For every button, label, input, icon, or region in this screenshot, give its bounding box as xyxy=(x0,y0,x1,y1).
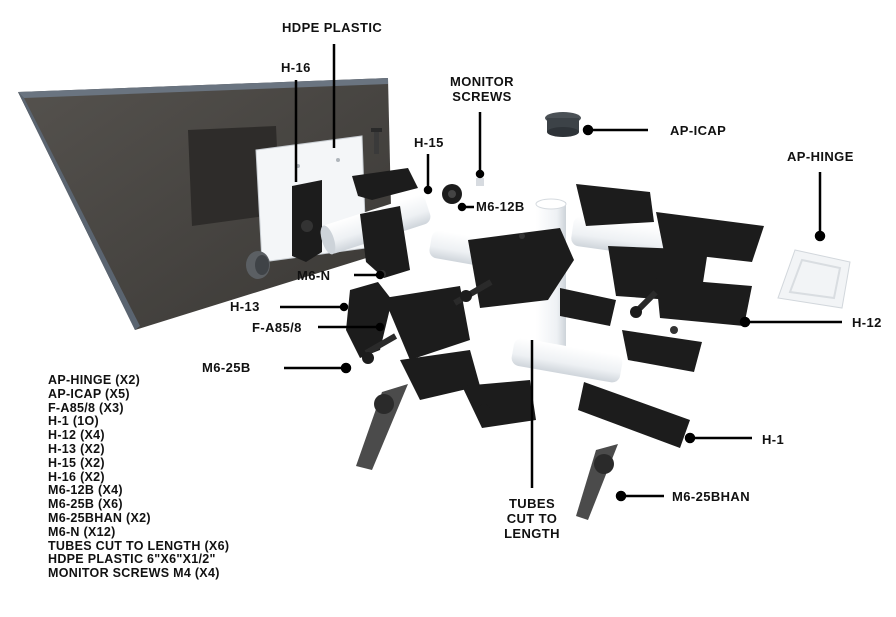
callout-ap-hinge: AP-HINGE xyxy=(787,149,854,164)
callout-tubes-line1: TUBES xyxy=(508,496,556,511)
parts-list-item: M6-25B (X6) xyxy=(48,497,123,512)
leader-lines xyxy=(280,44,842,502)
parts-list-item: H-13 (X2) xyxy=(48,441,105,456)
callout-h12: H-12 xyxy=(852,315,882,330)
parts-list-item: HDPE PLASTIC 6"X6"X1/2" xyxy=(48,552,216,567)
callout-m6-n: M6-N xyxy=(297,268,331,283)
h12-fitting xyxy=(468,184,764,326)
parts-list-item: H-15 (X2) xyxy=(48,455,105,470)
h16-fitting xyxy=(292,180,322,262)
parts-list-item: H-1 (1O) xyxy=(48,414,100,429)
parts-list-item: M6-12B (X4) xyxy=(48,483,123,498)
parts-list: AP-HINGE (X2) AP-ICAP (X5) F-A85/8 (X3) … xyxy=(48,373,230,581)
h15-fitting xyxy=(352,168,462,278)
ap-icap-part xyxy=(246,251,270,279)
callout-h16: H-16 xyxy=(281,60,311,75)
parts-list-item: H-12 (X4) xyxy=(48,428,105,443)
callout-h15: H-15 xyxy=(414,135,444,150)
ap-hinge-part xyxy=(777,249,851,309)
ap-icap-cap xyxy=(545,112,581,137)
callout-m6-25bhan: M6-25BHAN xyxy=(672,489,751,504)
parts-list-item: H-16 (X2) xyxy=(48,469,105,484)
callout-h1: H-1 xyxy=(762,432,785,447)
callout-tubes: TUBES CUT TO LENGTH xyxy=(494,496,570,541)
parts-list-item: MONITOR SCREWS M4 (X4) xyxy=(48,566,220,581)
h1-fitting xyxy=(578,330,702,448)
parts-list-item: TUBES CUT TO LENGTH (X6) xyxy=(48,538,230,553)
callout-tubes-line3: LENGTH xyxy=(504,526,560,541)
h13-fitting xyxy=(346,282,536,428)
parts-list-item: AP-HINGE (X2) xyxy=(48,373,141,387)
m6-25bhan-handle xyxy=(356,384,618,520)
callout-hdpe-plastic: HDPE PLASTIC xyxy=(282,20,383,35)
callout-tubes-line2: CUT TO xyxy=(506,511,558,526)
parts-list-item: M6-25BHAN (X2) xyxy=(48,510,151,525)
callout-monitor-screws-line1: MONITOR xyxy=(450,74,514,89)
callout-monitor-screws: MONITOR SCREWS xyxy=(436,74,528,104)
parts-list-item: F-A85/8 (X3) xyxy=(48,400,124,415)
callout-h13: H-13 xyxy=(230,299,260,314)
callout-f-a85-8: F-A85/8 xyxy=(252,320,302,335)
parts-list-item: AP-ICAP (X5) xyxy=(48,386,130,401)
callout-ap-icap: AP-ICAP xyxy=(670,123,727,138)
callout-m6-12b: M6-12B xyxy=(476,199,525,214)
monitor-screw xyxy=(371,128,484,186)
parts-list-item: M6-N (X12) xyxy=(48,524,116,539)
callout-monitor-screws-line2: SCREWS xyxy=(452,89,512,104)
callout-m6-25b: M6-25B xyxy=(202,360,251,375)
m6-bolts xyxy=(362,233,678,416)
